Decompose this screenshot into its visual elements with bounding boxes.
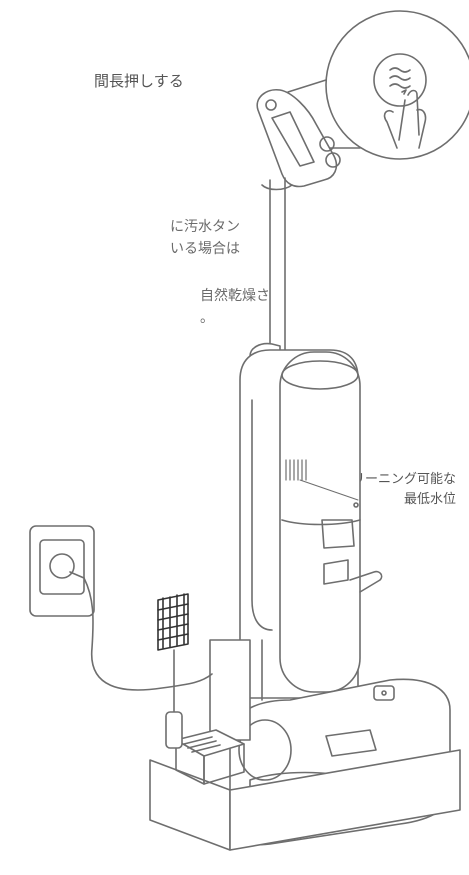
wall-outlet [29, 525, 95, 617]
instruction-line: 間長押しする [94, 72, 184, 90]
instruction-text: 間長押しする [94, 70, 184, 92]
power-cord [83, 577, 213, 691]
cleaning-brush [157, 593, 189, 749]
vacuum-body [239, 342, 383, 701]
note-line-1: に汚水タン [170, 219, 240, 235]
dry-text: 自然乾燥さ 。 [200, 285, 270, 329]
window-slots [285, 459, 307, 481]
filter-box [175, 729, 245, 785]
water-level-marker [353, 502, 359, 508]
handle-tube [261, 177, 293, 359]
water-tank [279, 351, 361, 693]
zoom-detail [287, 10, 469, 160]
base-dock [149, 639, 461, 851]
tank-top [281, 360, 359, 390]
self-clean-button [373, 53, 427, 107]
dry-line-1: 自然乾燥さ [200, 288, 270, 304]
self-clean-wave-icon [389, 67, 411, 95]
dry-line-2: 。 [200, 310, 214, 326]
plug [49, 553, 75, 579]
note-line-2: いる場合は [170, 241, 240, 257]
zoom-connector-line [287, 79, 327, 93]
brush-roller [238, 719, 292, 781]
finger-press-icon [383, 89, 427, 149]
handle-grip [256, 88, 341, 188]
callout-line-2: 最低水位 [404, 492, 457, 507]
note-text: に汚水タン いる場合は [170, 216, 240, 260]
